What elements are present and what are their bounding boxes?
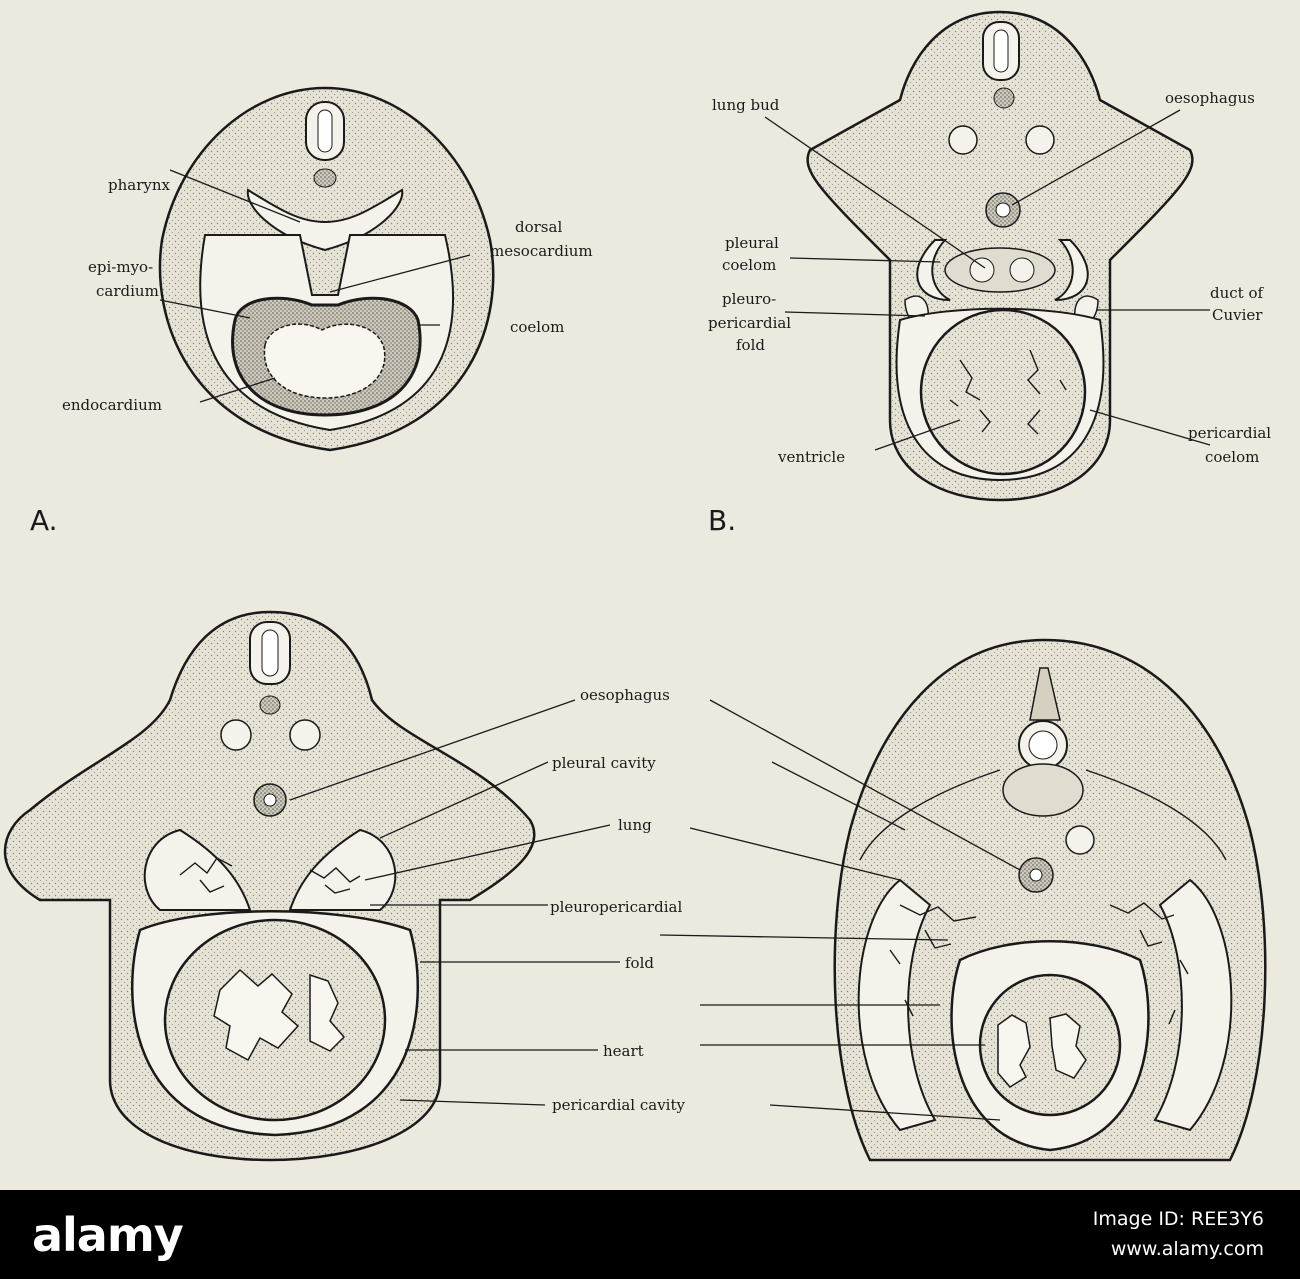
label-oesophagus-b: oesophagus — [1165, 89, 1255, 107]
label-pleural-b: pleural — [725, 234, 779, 252]
label-pharynx: pharynx — [108, 176, 171, 194]
label-cuvier: Cuvier — [1212, 306, 1263, 324]
label-pericardial-coelom-1: pericardial — [1188, 424, 1271, 442]
label-pericardial-coelom-2: coelom — [1205, 448, 1259, 466]
label-pleuropericardial: pleuropericardial — [550, 898, 682, 916]
panel-a-section — [158, 86, 495, 452]
label-pleural-cavity: pleural cavity — [552, 754, 656, 772]
label-pleuro: pleuro- — [722, 290, 776, 308]
figure-plate: pharynx dorsal mesocardium epi-myo- card… — [3, 10, 1271, 1162]
label-dorsal: dorsal — [515, 218, 562, 236]
panel-letter-a: A. — [30, 504, 58, 537]
image-id: Image ID: REE3Y6 — [1092, 1208, 1264, 1230]
panel-b-section — [764, 10, 1211, 502]
alamy-logo: alamy — [32, 1208, 184, 1262]
label-pericardial-cavity: pericardial cavity — [552, 1096, 686, 1114]
label-coelom-a: coelom — [510, 318, 564, 336]
label-cardium: cardium — [96, 282, 159, 300]
label-pericardial-b: pericardial — [708, 314, 791, 332]
label-mesocardium: mesocardium — [490, 242, 593, 260]
footer-meta: Image ID: REE3Y6 www.alamy.com — [1093, 1204, 1264, 1264]
site-url[interactable]: www.alamy.com — [1110, 1238, 1264, 1260]
label-fold-c: fold — [625, 954, 654, 972]
label-oesophagus-c: oesophagus — [580, 686, 670, 704]
label-endocardium: endocardium — [62, 396, 162, 414]
panel-c-section — [3, 610, 536, 1162]
label-heart: heart — [603, 1042, 644, 1060]
label-duct-of: duct of — [1210, 284, 1264, 302]
label-lung-bud: lung bud — [712, 96, 780, 114]
label-ventricle: ventricle — [777, 448, 845, 466]
panel-letter-b: B. — [708, 504, 736, 537]
panel-d-section — [833, 638, 1267, 1162]
label-lung: lung — [618, 816, 652, 834]
label-epi-myo: epi-myo- — [88, 258, 153, 276]
stock-footer-bar: alamy Image ID: REE3Y6 www.alamy.com — [0, 1190, 1300, 1279]
label-fold-b: fold — [736, 336, 765, 354]
label-coelom-b: coelom — [722, 256, 776, 274]
